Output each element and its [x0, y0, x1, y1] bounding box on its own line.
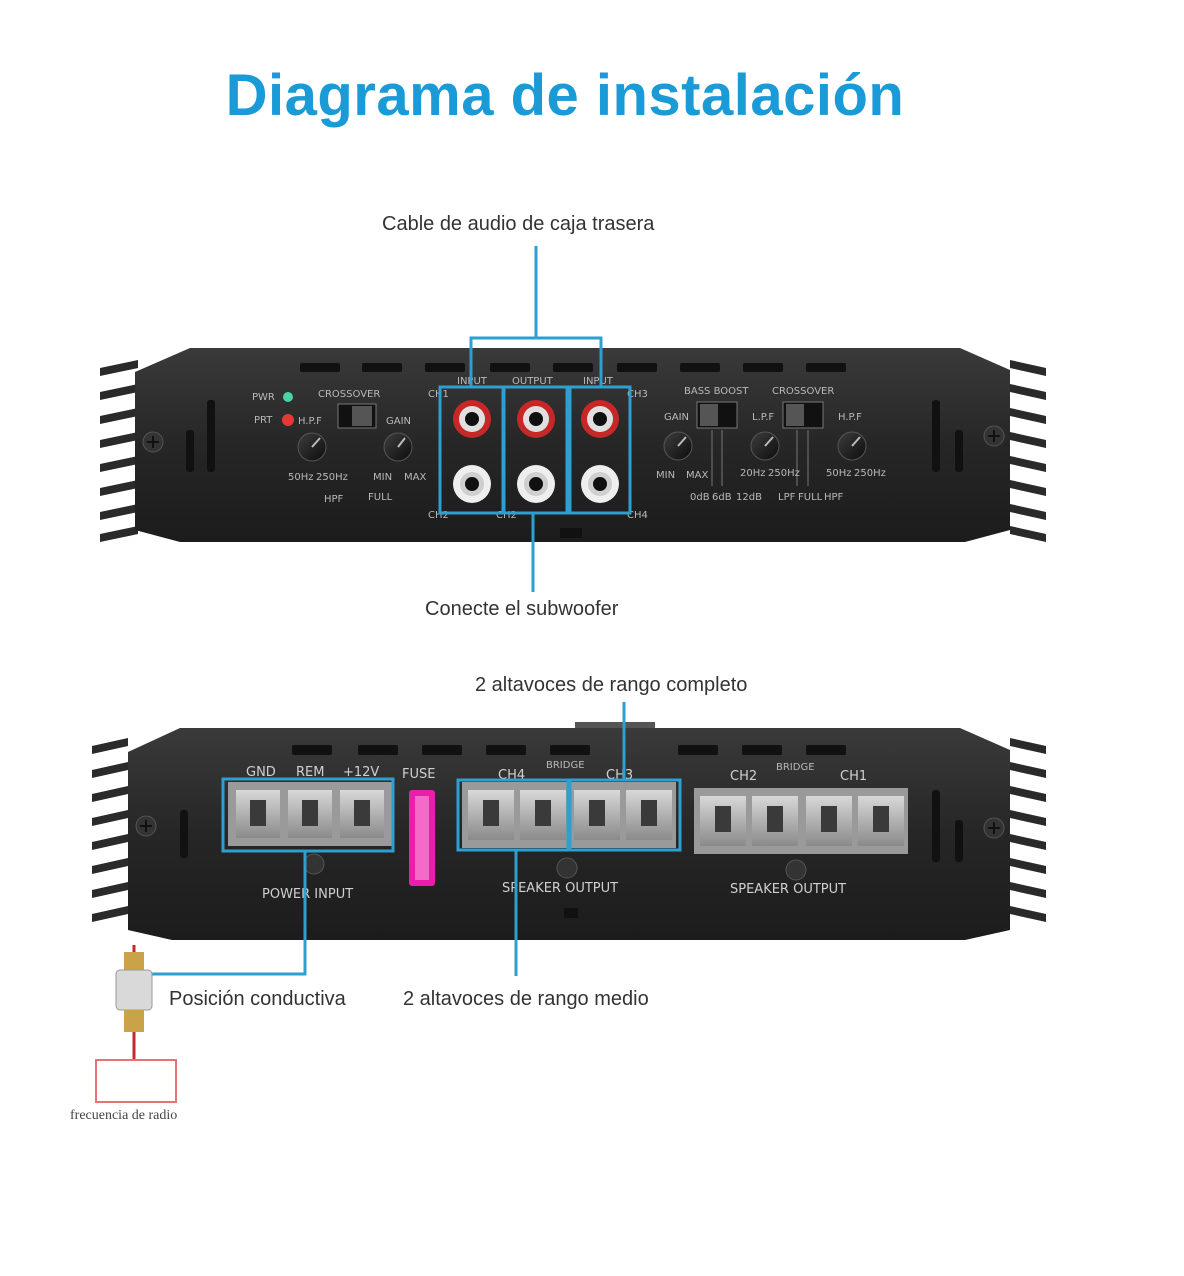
inline-fuse-holder	[115, 945, 153, 1062]
svg-text:CH2: CH2	[730, 769, 757, 784]
output-highlight	[502, 385, 569, 515]
rca-input-ch3	[581, 400, 619, 438]
svg-text:CH1: CH1	[840, 769, 867, 784]
top-screws	[142, 425, 1005, 453]
svg-text:CH3: CH3	[627, 389, 648, 400]
svg-text:LPF: LPF	[778, 492, 796, 503]
hpf-left-label: H.P.F	[298, 416, 322, 427]
pwr-label: PWR	[252, 392, 275, 403]
svg-text:0dB: 0dB	[690, 492, 710, 503]
svg-text:250Hz: 250Hz	[854, 468, 886, 479]
svg-text:BRIDGE: BRIDGE	[546, 760, 585, 771]
top-right-heatsink-fins	[1010, 360, 1046, 542]
svg-text:250Hz: 250Hz	[768, 468, 800, 479]
prt-led	[282, 414, 294, 426]
svg-text:INPUT: INPUT	[583, 376, 614, 387]
svg-text:POWER INPUT: POWER INPUT	[262, 887, 353, 902]
svg-text:+12V: +12V	[343, 765, 379, 780]
conductive-connector	[150, 851, 307, 976]
bottom-highlights	[150, 702, 682, 976]
svg-text:CROSSOVER: CROSSOVER	[772, 386, 834, 397]
crossover-left-label: CROSSOVER	[318, 389, 380, 400]
power-terminals	[228, 782, 392, 846]
rca-output-ch1	[517, 400, 555, 438]
rear-audio-callout: Cable de audio de caja trasera	[382, 213, 655, 235]
conductive-callout: Posición conductiva	[169, 988, 346, 1010]
mid-range-callout: 2 altavoces de rango medio	[403, 988, 649, 1010]
gain-left-label: GAIN	[386, 416, 411, 427]
svg-text:GND: GND	[246, 765, 276, 780]
rca-jacks	[453, 400, 619, 503]
rca-input-ch4	[581, 465, 619, 503]
top-highlights	[438, 246, 632, 592]
svg-text:SPEAKER OUTPUT: SPEAKER OUTPUT	[730, 882, 846, 897]
radio-box	[95, 1059, 177, 1103]
svg-text:CH4: CH4	[627, 510, 648, 521]
svg-text:6dB: 6dB	[712, 492, 732, 503]
bottom-right-heatsink-fins	[1010, 738, 1046, 922]
svg-text:BRIDGE: BRIDGE	[776, 762, 815, 773]
svg-text:CH2: CH2	[428, 510, 449, 521]
svg-text:H.P.F: H.P.F	[838, 412, 862, 423]
rca-input-ch2	[453, 465, 491, 503]
power-input-highlight	[221, 777, 395, 853]
svg-text:CH2: CH2	[496, 510, 517, 521]
ch4-highlight	[456, 778, 570, 852]
top-amplifier: PWR PRT CROSSOVER H.P.F GAIN 50Hz 250Hz …	[100, 348, 1046, 542]
svg-text:HPF: HPF	[824, 492, 844, 503]
bottom-amplifier: GND REM +12V FUSE POWER INPUT BRIDGE CH4…	[92, 722, 1046, 940]
svg-text:50Hz: 50Hz	[288, 472, 314, 483]
svg-text:SPEAKER OUTPUT: SPEAKER OUTPUT	[502, 881, 618, 896]
rca-output-ch2	[517, 465, 555, 503]
full-range-callout: 2 altavoces de rango completo	[475, 674, 748, 696]
svg-text:OUTPUT: OUTPUT	[512, 376, 554, 387]
svg-text:MIN: MIN	[656, 470, 675, 481]
pwr-led	[283, 392, 293, 402]
subwoofer-callout: Conecte el subwoofer	[425, 598, 619, 620]
svg-text:HPF: HPF	[324, 494, 344, 505]
speaker-terminals-right	[694, 788, 908, 854]
svg-text:FULL: FULL	[368, 492, 393, 503]
svg-text:12dB: 12dB	[736, 492, 762, 503]
radio-caption: frecuencia de radio	[70, 1108, 178, 1123]
svg-text:MIN: MIN	[373, 472, 392, 483]
svg-text:20Hz: 20Hz	[740, 468, 766, 479]
svg-text:BASS BOOST: BASS BOOST	[684, 386, 749, 397]
svg-text:FULL: FULL	[798, 492, 823, 503]
svg-text:250Hz: 250Hz	[316, 472, 348, 483]
svg-text:GAIN: GAIN	[664, 412, 689, 423]
rca-input-ch1	[453, 400, 491, 438]
top-amp-body	[135, 348, 1010, 542]
svg-text:L.P.F: L.P.F	[752, 412, 774, 423]
diagram-title: Diagrama de instalación	[225, 63, 905, 128]
svg-text:MAX: MAX	[686, 470, 708, 481]
svg-text:CH1: CH1	[428, 389, 449, 400]
bottom-left-heatsink-fins	[92, 738, 128, 922]
svg-text:50Hz: 50Hz	[826, 468, 852, 479]
svg-text:FUSE: FUSE	[402, 767, 435, 782]
svg-text:REM: REM	[296, 765, 324, 780]
prt-label: PRT	[254, 415, 273, 426]
svg-text:MAX: MAX	[404, 472, 426, 483]
top-left-heatsink-fins	[100, 360, 138, 542]
